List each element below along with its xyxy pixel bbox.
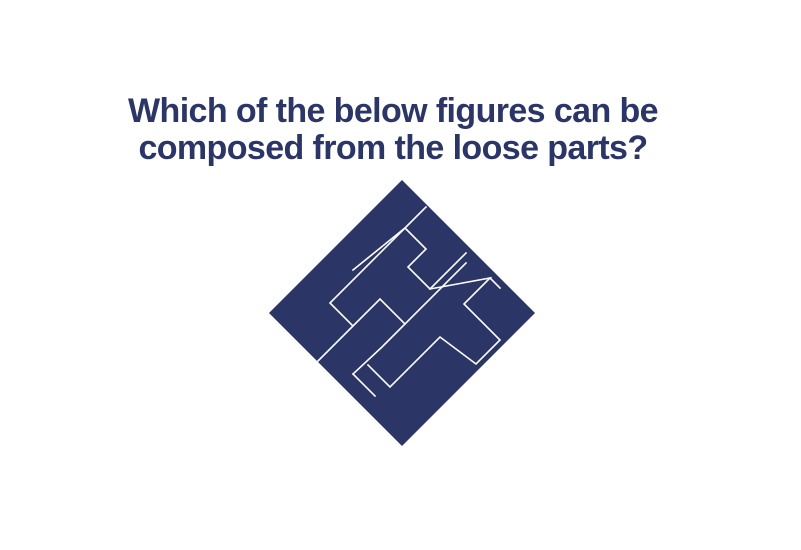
- question-line-1: Which of the below figures can be: [128, 92, 659, 130]
- piece-seams: [316, 205, 502, 398]
- question-title: Which of the below figures can be compos…: [0, 93, 786, 167]
- puzzle-diamond: [269, 180, 535, 446]
- question-line-2: composed from the loose parts?: [138, 129, 648, 167]
